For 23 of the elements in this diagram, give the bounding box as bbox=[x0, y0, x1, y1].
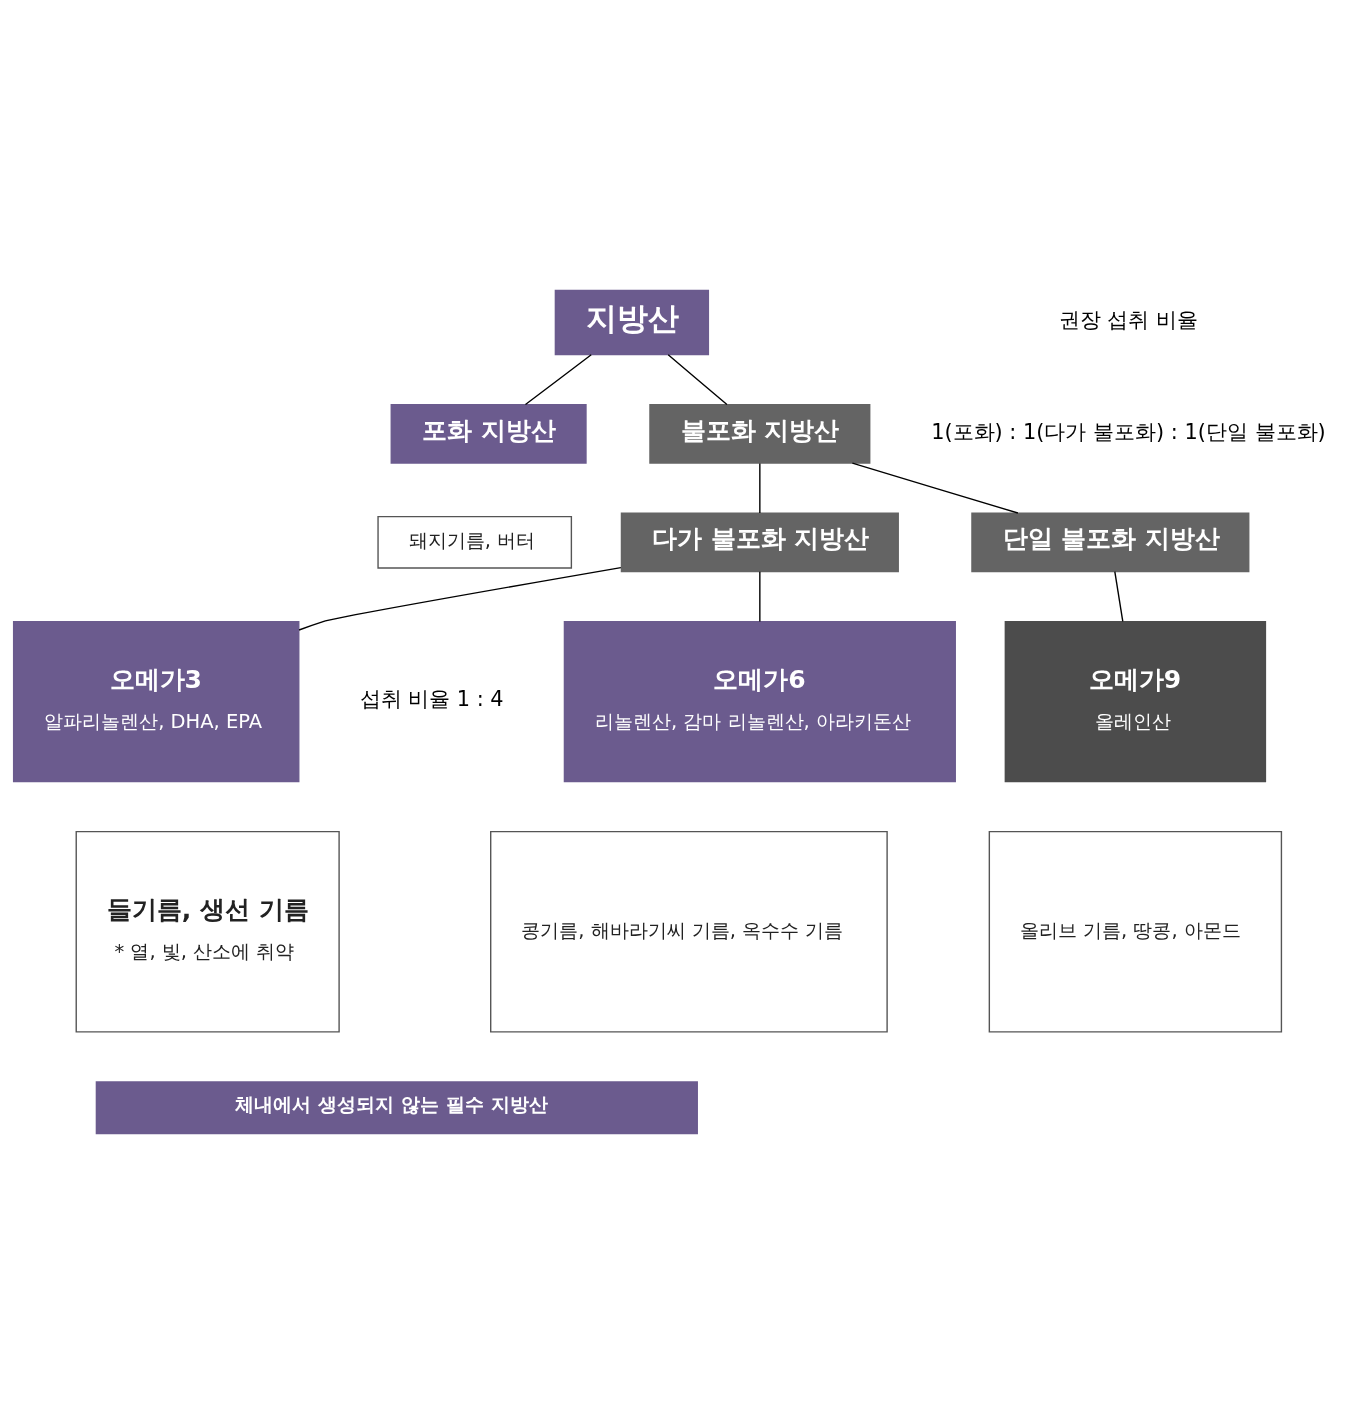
node-box: 들기름, 생선 기름 * 열, 빛, 산소에 취약 bbox=[75, 830, 340, 1033]
node-box: 올리브 기름, 땅콩, 아몬드 bbox=[988, 830, 1283, 1033]
node-box: 지방산 bbox=[554, 289, 710, 356]
node-box: 단일 불포화 지방산 bbox=[971, 512, 1250, 573]
node-box: 다가 불포화 지방산 bbox=[620, 512, 899, 573]
node-box: 포화 지방산 bbox=[390, 403, 587, 464]
node-box: 체내에서 생성되지 않는 필수 지방산 bbox=[95, 1081, 698, 1135]
label: 권장 섭취 비율 bbox=[1058, 308, 1199, 333]
connector bbox=[851, 462, 1019, 514]
connector bbox=[667, 354, 728, 406]
connector bbox=[759, 570, 761, 623]
node-box: 돼지기름, 버터 bbox=[377, 515, 573, 569]
label: 섭취 비율 1 : 4 bbox=[359, 687, 504, 712]
node-box: 오메가3 알파리놀렌산, DHA, EPA bbox=[12, 620, 300, 783]
node-box: 오메가6 리놀렌산, 감마 리놀렌산, 아라키돈산 bbox=[563, 620, 956, 783]
node-box: 콩기름, 해바라기씨 기름, 옥수수 기름 bbox=[490, 830, 888, 1033]
connector bbox=[298, 566, 622, 631]
node-box: 오메가9 올레인산 bbox=[1004, 620, 1267, 783]
label: 1(포화) : 1(다가 불포화) : 1(단일 불포화) bbox=[931, 419, 1326, 444]
connector bbox=[524, 354, 592, 406]
node-box: 불포화 지방산 bbox=[649, 403, 871, 464]
connector bbox=[759, 462, 761, 514]
connector bbox=[1114, 570, 1124, 623]
